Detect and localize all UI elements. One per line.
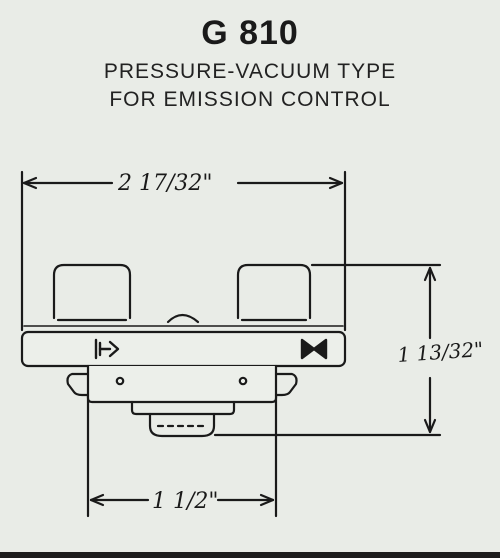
base-dimension-label: 1 1/2" <box>152 489 219 514</box>
height-arrow-top <box>423 266 437 282</box>
base-arrow-left <box>89 493 105 507</box>
height-arrow-bottom <box>423 418 437 434</box>
mount-hole-right <box>238 376 248 386</box>
type-subtitle: PRESSURE-VACUUM TYPE <box>103 60 397 83</box>
use-subtitle: FOR EMISSION CONTROL <box>109 88 391 111</box>
base-dimension <box>86 393 278 518</box>
model-title: G 810 <box>201 14 299 52</box>
center-dome <box>166 313 200 324</box>
mount-hole-left <box>115 376 125 386</box>
right-valve-symbol <box>300 338 328 360</box>
left-terminal-cap <box>52 263 132 322</box>
base-arrow-right <box>259 493 275 507</box>
height-dimension <box>213 263 442 437</box>
mounting-block <box>66 364 298 404</box>
lower-port <box>130 400 236 438</box>
width-arrow-right <box>328 176 344 190</box>
left-valve-symbol <box>94 338 120 360</box>
width-dimension-label: 2 17/32" <box>117 171 213 196</box>
flange-housing <box>20 325 347 368</box>
page-bottom-edge <box>0 552 500 558</box>
height-dimension-label: 1 13/32" <box>397 337 484 367</box>
right-terminal-cap <box>236 263 312 322</box>
width-arrow-left <box>22 176 38 190</box>
width-dimension <box>20 170 347 332</box>
